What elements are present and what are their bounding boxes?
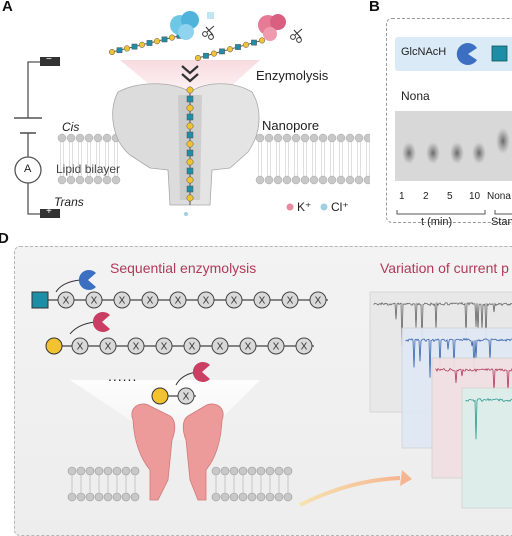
k-ion-icon: [287, 204, 294, 211]
ellipsis: ......: [108, 368, 137, 384]
lane-label: 1: [399, 191, 405, 202]
panel-a-figure: [0, 0, 370, 225]
gel-image: [395, 111, 512, 181]
time-axis-label: t (min): [421, 216, 452, 228]
nanopore-protein: [113, 84, 259, 205]
enzymolysis-label: Enzymolysis: [256, 68, 328, 83]
lane-label: Nona: [487, 191, 511, 202]
minus-sign: −: [46, 54, 52, 65]
ammeter-label: A: [24, 163, 31, 175]
lane-label: 10: [469, 191, 480, 202]
enzyme-blue-icon: [457, 43, 477, 65]
lane-label: 2: [423, 191, 429, 202]
lane-label: 5: [447, 191, 453, 202]
enzyme-cyan-icon: [170, 11, 214, 40]
glcnach-label: GlcNAcH: [401, 46, 446, 58]
plus-sign: +: [46, 206, 52, 217]
variation-current-title: Variation of current p: [380, 260, 509, 276]
nanopore-label: Nanopore: [262, 118, 319, 133]
trans-label: Trans: [54, 195, 84, 209]
glcnac-square-icon: [492, 46, 507, 61]
panel-d-letter: D: [0, 230, 9, 247]
enzyme-pink-icon: [258, 14, 286, 41]
cl-ion-icon: [321, 204, 328, 211]
panel-d-frame: [14, 246, 512, 536]
cl-ion-label: Cl⁺: [331, 200, 349, 214]
nona-label: Nona: [401, 89, 430, 103]
standard-axis-label: Stand: [491, 216, 512, 228]
lipid-bilayer-label: Lipid bilayer: [56, 162, 120, 176]
panel-b-letter: B: [369, 0, 380, 15]
cis-label: Cis: [62, 120, 79, 134]
k-ion-label: K⁺: [297, 200, 311, 214]
sequential-enzymolysis-title: Sequential enzymolysis: [110, 260, 256, 276]
